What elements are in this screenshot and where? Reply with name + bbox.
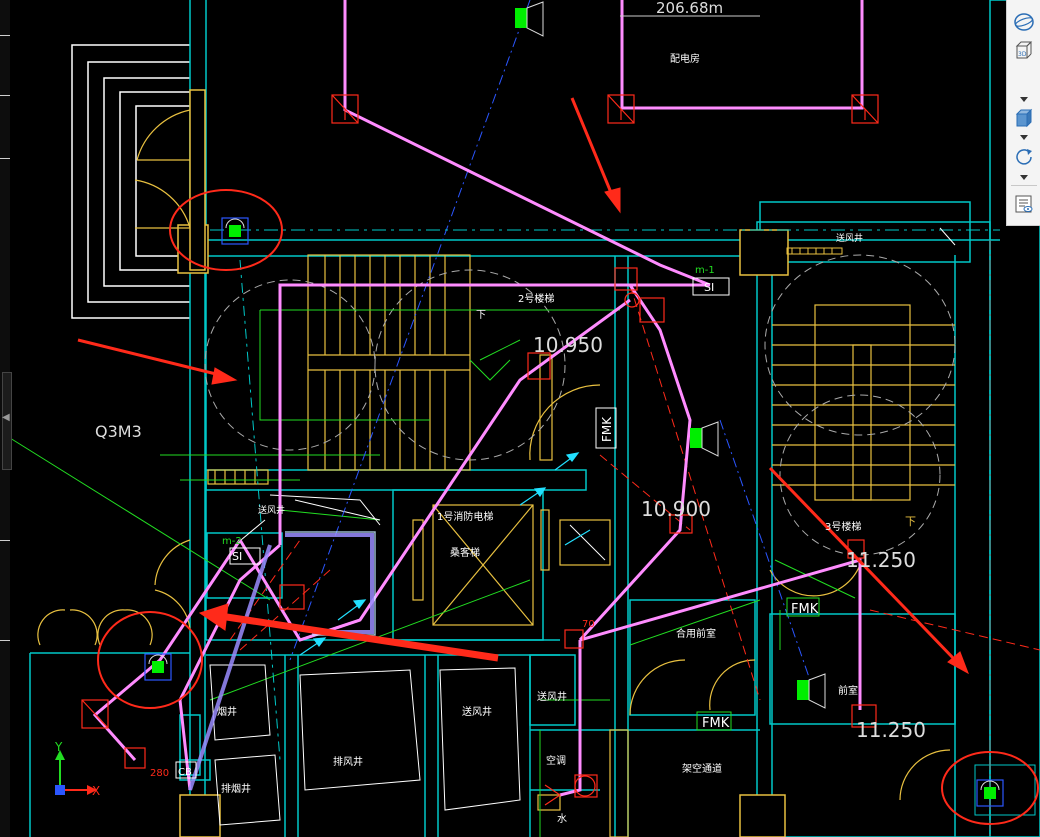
chevron-down-icon[interactable] (1017, 134, 1031, 142)
cable-route (92, 0, 864, 797)
panel-collapse-handle[interactable] (2, 372, 12, 470)
navigation-toolbar: 3D (1006, 0, 1040, 226)
chevron-down-icon[interactable] (1017, 96, 1031, 104)
label-power-room: 配电房 (670, 52, 700, 65)
nested-wall-outline (71, 44, 190, 319)
smoke-detector-devices (144, 1, 1004, 807)
door-swings (37, 109, 951, 837)
label-air-supply-c: 送风井 (462, 705, 492, 718)
annotation-circles (97, 189, 1039, 825)
label-exhaust-smoke-shaft: 排烟井 (221, 782, 251, 795)
tag-si-2: SI (232, 550, 242, 563)
axis-label-x: X (92, 784, 100, 798)
leader-arrows (299, 452, 591, 656)
device-circled-3 (976, 779, 1004, 807)
tag-m1: m-1 (695, 265, 715, 276)
shaft-hatch (786, 247, 843, 255)
chevron-down-icon[interactable] (1017, 174, 1031, 182)
label-stair-3: 3号楼梯 (825, 520, 861, 533)
label-overhead-passage: 架空通道 (682, 762, 722, 775)
label-air-supply-a: 送风井 (836, 232, 863, 244)
shaft-outlines (209, 494, 606, 826)
elevation-4: 11.250 (856, 718, 926, 742)
annotation-arrows (77, 97, 969, 675)
label-fire-elevator: 1号消防电梯 (437, 510, 493, 523)
red-dashed-lines (229, 284, 1040, 701)
elevation-1: 10.950 (533, 333, 603, 357)
tag-280: 280 (150, 768, 169, 779)
rotate-icon[interactable] (1011, 142, 1037, 170)
tag-fmk-2: FMK (702, 716, 730, 731)
tag-cb: CB (178, 767, 192, 778)
label-air-supply-d: 送风井 (537, 690, 567, 703)
device-mid (690, 421, 719, 457)
stair-3 (772, 304, 955, 501)
tag-fmk-1: FMK (791, 602, 819, 617)
device-circled-2 (144, 653, 172, 681)
dimension-top: 206.68m (656, 0, 723, 17)
drawing-labels: 206.68m 配电房 2号楼梯 下 3号楼梯 下 1号消防电梯 桑客梯 合用前… (54, 0, 926, 825)
svg-text:3D: 3D (1018, 51, 1027, 58)
label-shared-anteroom: 合用前室 (676, 627, 716, 640)
stair-2 (207, 254, 471, 485)
view-cube-icon[interactable] (1011, 104, 1037, 132)
tag-si-1: SI (704, 281, 714, 294)
device-right (797, 673, 826, 709)
axis-lines (210, 0, 1000, 837)
dashed-circles (204, 254, 956, 556)
tag-q3m3: Q3M3 (95, 422, 142, 441)
label-down-b: 下 (905, 515, 916, 528)
tag-70: 70 (582, 619, 595, 630)
label-down-a: 下 (476, 310, 486, 321)
3d-view-icon[interactable]: 3D (1011, 36, 1037, 64)
label-anteroom: 前室 (838, 684, 858, 697)
label-air-supply-b: 送风井 (258, 504, 285, 516)
tag-boxes (175, 277, 820, 779)
label-stair-2: 2号楼梯 (518, 292, 554, 305)
fire-damper-symbols (81, 94, 879, 806)
device-top (515, 1, 544, 37)
label-ac-room: 空调 (546, 754, 566, 767)
elevation-3: 11.250 (846, 548, 916, 572)
tag-fmk-vertical: FMK (600, 416, 614, 442)
building-walls (29, 0, 1040, 837)
device-circled-1 (221, 217, 249, 245)
label-water: 水 (557, 813, 567, 825)
label-exhaust-shaft: 排风井 (333, 755, 363, 768)
structural-columns (177, 89, 789, 837)
ucs-axis-icon (55, 750, 97, 795)
layer-properties-icon[interactable] (1011, 190, 1037, 218)
orbit-icon[interactable] (1011, 8, 1037, 36)
left-edge-strip: ◀ (0, 0, 12, 837)
label-elevator-cab: 桑客梯 (450, 546, 480, 559)
tag-m2: m-2 (222, 536, 242, 547)
label-smoke-shaft: 烟井 (217, 705, 237, 718)
axis-label-y: Y (54, 740, 63, 754)
elevation-2: 10.900 (641, 497, 711, 521)
chevron-left-icon: ◀ (2, 412, 10, 423)
